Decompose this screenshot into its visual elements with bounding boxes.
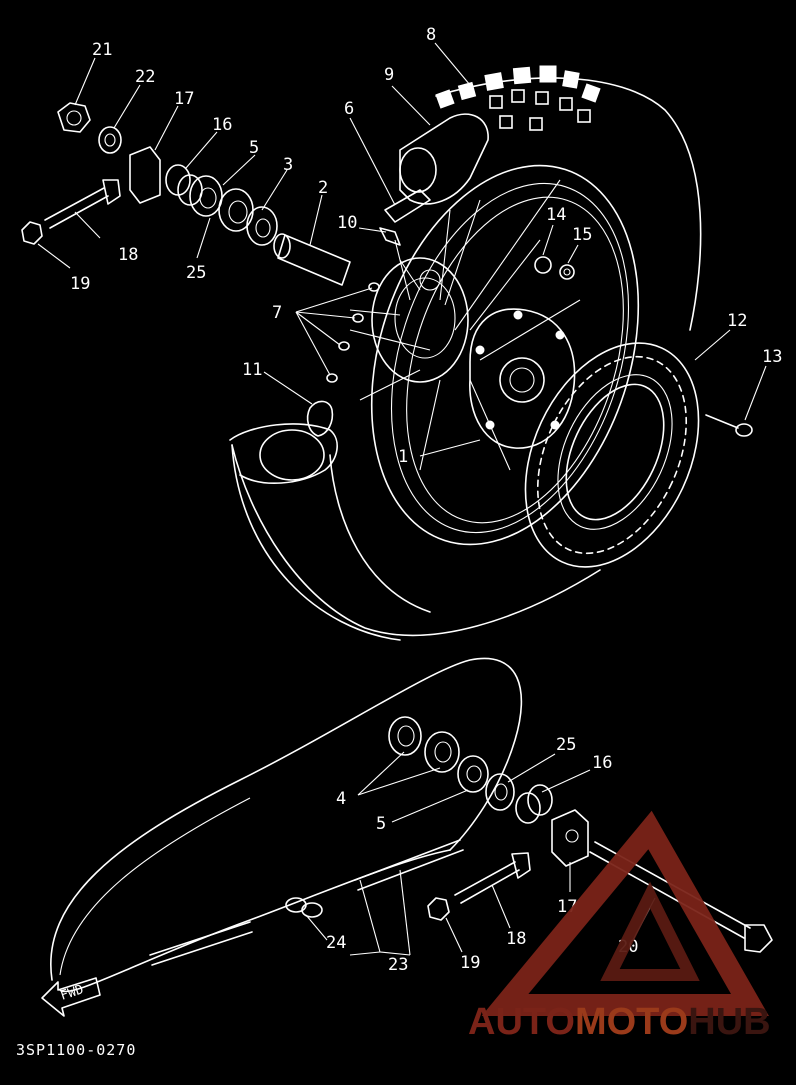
drive-chain-loop xyxy=(50,657,523,993)
wheel-hub xyxy=(371,257,469,383)
spoke-nipples xyxy=(326,282,380,383)
collar-16 xyxy=(165,164,203,206)
axle-nut-21 xyxy=(57,102,91,133)
label-24-lower: 24 xyxy=(326,933,346,953)
label-23-lower: 23 xyxy=(388,955,408,975)
label-3: 3 xyxy=(283,155,293,175)
label-1: 1 xyxy=(398,447,408,467)
label-14: 14 xyxy=(546,205,566,225)
chain-puller-17b xyxy=(551,809,589,867)
label-11: 11 xyxy=(242,360,262,380)
sprocket-bolt xyxy=(705,414,753,437)
adjust-bolt-18 xyxy=(44,179,121,229)
label-12: 12 xyxy=(727,311,747,331)
label-5-lower: 5 xyxy=(376,814,386,834)
tube-and-rim-lock xyxy=(379,113,489,246)
watermark-text: AUTOMOTOHUB xyxy=(468,1001,771,1043)
tire-tread xyxy=(435,65,601,131)
oil-seal-5 xyxy=(189,175,223,217)
label-8: 8 xyxy=(426,25,436,45)
watermark-hub: HUB xyxy=(688,1001,770,1043)
label-21: 21 xyxy=(92,40,112,60)
brake-plate xyxy=(229,400,338,484)
bearing-4a xyxy=(388,716,422,756)
watermark-auto: AUTO xyxy=(468,1001,575,1043)
bearing-25 xyxy=(218,188,254,232)
diagram-code: 3SP1100-0270 xyxy=(16,1041,136,1059)
washer-22 xyxy=(98,126,122,154)
label-25-lower: 25 xyxy=(556,735,576,755)
rear-sprocket xyxy=(524,342,700,568)
bearing-3 xyxy=(246,206,278,246)
chain-links-23 xyxy=(149,839,464,966)
label-2: 2 xyxy=(318,178,328,198)
watermark-logo: AUTOMOTOHUB xyxy=(468,810,771,1043)
label-19: 19 xyxy=(70,274,90,294)
sprocket-hub xyxy=(469,308,576,449)
part-labels: 21 22 17 16 5 3 2 6 9 8 10 18 19 25 14 1… xyxy=(70,25,782,975)
label-4-lower: 4 xyxy=(336,789,346,809)
chain-puller-17 xyxy=(129,146,161,204)
label-22: 22 xyxy=(135,67,155,87)
chain-joint-24 xyxy=(285,897,323,918)
bearing-25b xyxy=(485,773,515,811)
oil-seal-5b xyxy=(457,755,489,793)
watermark-moto: MOTO xyxy=(575,1001,688,1043)
adjust-bolt-18b xyxy=(454,852,531,904)
bearing-4b xyxy=(424,731,460,773)
axle-2 xyxy=(273,233,351,286)
label-18-lower: 18 xyxy=(506,929,526,949)
nut-19b xyxy=(427,897,450,921)
watermark-triangle-inner xyxy=(600,881,700,981)
label-7: 7 xyxy=(272,303,282,323)
label-15: 15 xyxy=(572,225,592,245)
fwd-label: FWD xyxy=(59,982,86,1004)
sprocket-nut xyxy=(534,256,552,274)
fwd-arrow: FWD xyxy=(41,977,101,1017)
label-25: 25 xyxy=(186,263,206,283)
label-16: 16 xyxy=(212,115,232,135)
label-18: 18 xyxy=(118,245,138,265)
label-6: 6 xyxy=(344,99,354,119)
label-13: 13 xyxy=(762,347,782,367)
collar-16b xyxy=(515,784,553,824)
label-10: 10 xyxy=(337,213,357,233)
label-17: 17 xyxy=(174,89,194,109)
label-16-lower: 16 xyxy=(592,753,612,773)
nut-19 xyxy=(21,221,43,245)
rear-tire xyxy=(231,65,702,641)
label-19-lower: 19 xyxy=(460,953,480,973)
label-9: 9 xyxy=(384,65,394,85)
sprocket-washer xyxy=(559,264,575,280)
label-5: 5 xyxy=(249,138,259,158)
watermark-triangle-outer xyxy=(481,810,769,1016)
